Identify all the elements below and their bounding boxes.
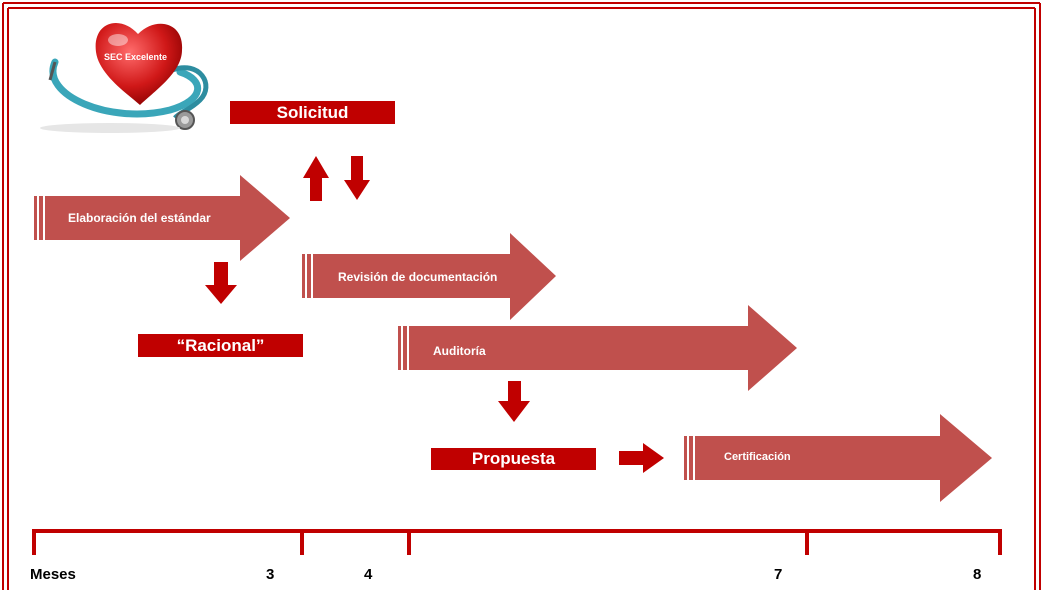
down-arrow-elaboracion — [205, 262, 237, 304]
arrow-label-revision: Revisión de documentación — [338, 270, 498, 284]
arrow-certificacion — [684, 414, 992, 502]
down-arrow-solicitud — [344, 156, 370, 200]
arrow-auditoria — [398, 305, 797, 391]
arrow-label-auditoria: Auditoría — [433, 344, 486, 358]
arrow-label-elaboracion: Elaboración del estándar — [68, 211, 211, 225]
arrow-elaboracion — [34, 175, 290, 261]
tick-label-4: 4 — [364, 566, 373, 583]
tick-label-3: 3 — [266, 566, 275, 583]
racional-box: “Racional” — [138, 334, 303, 357]
tick-label-8: 8 — [973, 566, 982, 583]
timeline-label: Meses — [30, 566, 76, 583]
arrow-revision — [302, 233, 556, 320]
down-arrow-auditoria — [498, 381, 530, 422]
solicitud-box: Solicitud — [230, 101, 395, 124]
right-arrow-propuesta — [619, 443, 664, 473]
up-arrow — [303, 156, 329, 201]
arrow-label-certificacion: Certificación — [724, 451, 791, 463]
tick-label-7: 7 — [774, 566, 783, 583]
propuesta-box: Propuesta — [431, 448, 596, 470]
logo-text: SEC Excelente — [104, 52, 168, 62]
